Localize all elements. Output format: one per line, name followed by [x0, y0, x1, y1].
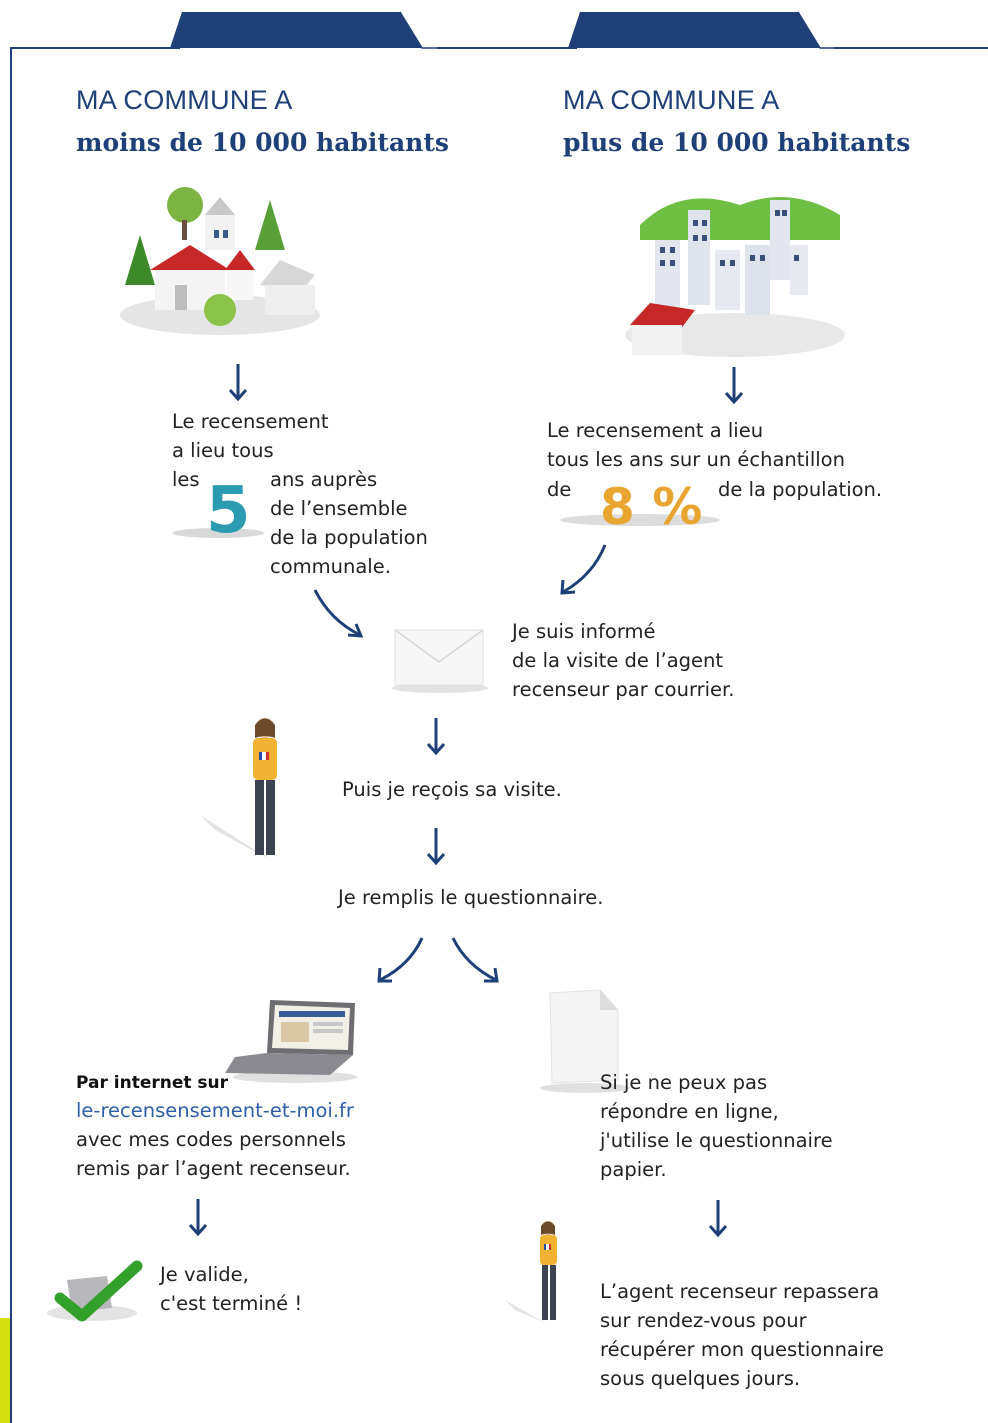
laptop-icon — [225, 1000, 357, 1083]
right-desc-rest: de la population. — [718, 478, 883, 501]
big-five: 5 — [206, 474, 251, 545]
right-heading-line2: plus de 10 000 habitants — [563, 128, 911, 157]
curved-arrow-right-to-envelope — [560, 544, 607, 595]
village-illustration — [120, 187, 320, 335]
arrow-down-3 — [426, 828, 446, 866]
left-heading-line1: MA COMMUNE A — [76, 85, 293, 115]
frame-left — [10, 47, 12, 1423]
city-illustration — [625, 197, 845, 357]
arrow-down-right-1 — [724, 367, 744, 405]
left-desc-rest: ans auprès de l’ensemble de la populatio… — [270, 468, 428, 578]
arrow-down-2 — [426, 718, 446, 756]
internet-rest: avec mes codes personnels remis par l’ag… — [76, 1128, 351, 1180]
arrow-down-left-1 — [228, 364, 248, 402]
frame-top-left — [10, 47, 180, 49]
right-heading-line1: MA COMMUNE A — [563, 85, 780, 115]
step-visite: Puis je reçois sa visite. — [342, 778, 562, 801]
recensement-url-link[interactable]: le-recensensement-et-moi.fr — [76, 1099, 354, 1122]
left-heading-line2: moins de 10 000 habitants — [76, 128, 449, 157]
frame-top-middle — [437, 47, 577, 49]
big-eight-percent: 8 % — [600, 478, 702, 535]
agent-return-text: L’agent recenseur repassera sur rendez-v… — [600, 1280, 884, 1390]
curved-arrow-left-to-envelope — [313, 589, 364, 638]
paper-sheet-icon — [540, 989, 630, 1093]
agent-woman-figure — [200, 718, 277, 860]
branch-arrow-left — [377, 937, 424, 983]
arrow-down-internet — [188, 1199, 208, 1237]
checkmark-icon — [47, 1260, 143, 1322]
eight-percent-graphic: 8 % — [560, 478, 720, 535]
right-description: Le recensement a lieu tous les ans sur u… — [547, 419, 845, 471]
accent-corner — [0, 1318, 10, 1423]
envelope-icon — [392, 629, 488, 693]
agent-woman-small-figure — [505, 1221, 557, 1325]
step-questionnaire: Je remplis le questionnaire. — [338, 886, 604, 909]
tab-left — [170, 11, 440, 49]
validate-text: Je valide, c'est terminé ! — [160, 1263, 303, 1315]
arrow-down-paper — [708, 1200, 728, 1238]
paper-branch-text: Si je ne peux pas répondre en ligne, j'u… — [600, 1071, 833, 1181]
left-description: Le recensement a lieu tous — [172, 410, 329, 462]
left-desc-les: les — [172, 468, 200, 491]
right-desc-de: de — [547, 478, 572, 501]
number-five-graphic: 5 — [172, 474, 264, 545]
step-courrier: Je suis informé de la visite de l’agent … — [512, 620, 735, 701]
internet-label: Par internet sur — [76, 1073, 229, 1093]
branch-arrow-right — [451, 937, 499, 983]
frame-top-right — [834, 47, 988, 49]
tab-right — [568, 11, 838, 49]
